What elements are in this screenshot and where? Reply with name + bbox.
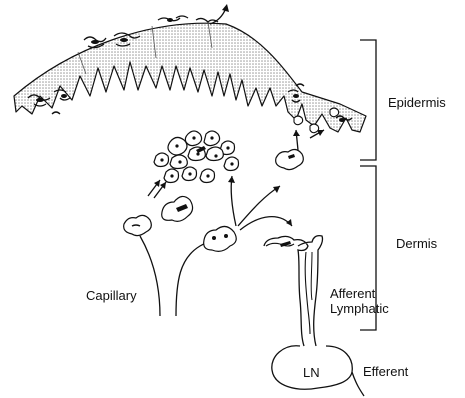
label-capillary: Capillary [86,289,137,303]
epidermal-entry-cell [276,149,304,169]
dendritic-cell [204,226,237,251]
label-afferent-line1: Afferent [330,286,389,301]
label-afferent-line2: Lymphatic [330,301,389,316]
label-afferent-lymphatic: Afferent Lymphatic [330,286,389,316]
cell-cluster [154,131,239,183]
label-efferent: Efferent [363,365,408,379]
label-lymph-node: LN [303,366,320,380]
afferent-lymphatic [264,236,323,346]
label-epidermis: Epidermis [388,96,446,110]
epidermis-bracket [360,40,376,160]
label-dermis: Dermis [396,237,437,251]
migrating-cell [162,196,193,221]
epidermis-band [14,23,366,132]
capillary-cell [124,215,152,235]
